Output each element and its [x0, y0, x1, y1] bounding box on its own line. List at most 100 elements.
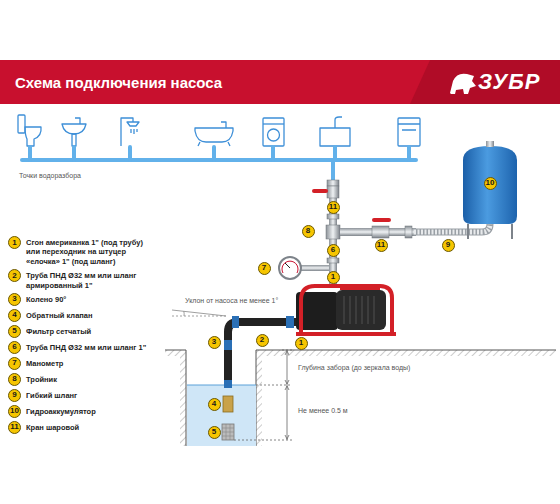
pressure-gauge	[279, 257, 329, 279]
legend-row: 1Сгон американка 1" (под трубу) или пере…	[8, 236, 160, 266]
branch-pipe	[340, 218, 416, 238]
callout-number: 2	[256, 334, 269, 347]
callout-number: 8	[302, 225, 315, 238]
callout-number: 5	[208, 426, 221, 439]
header-band	[0, 60, 560, 104]
well-pipe-parts	[224, 340, 232, 350]
callout-number: 11	[375, 239, 388, 252]
legend-text: Труба ПНД Ø32 мм или шланг армированный …	[26, 269, 158, 290]
callout-number: 3	[8, 293, 21, 306]
riser-pipe	[312, 180, 340, 288]
callout-number: 9	[8, 389, 21, 402]
dimension-lines	[234, 350, 292, 440]
flexible-hose	[414, 224, 490, 232]
pump	[301, 286, 392, 333]
accumulator-tank	[463, 141, 517, 239]
suction-pipe	[286, 316, 294, 328]
fixture-icons	[268, 129, 280, 141]
legend-row: 9 Гибкий шланг	[8, 389, 160, 402]
legend-row: 7 Манометр	[8, 357, 160, 370]
pump	[336, 290, 386, 330]
well-water	[187, 385, 256, 446]
callout-number: 6	[8, 341, 21, 354]
callout-number: 3	[208, 336, 221, 349]
fixture-icons	[335, 117, 342, 128]
suction-pipe	[232, 316, 239, 328]
page-title: Схема подключения насоса	[15, 74, 222, 92]
accumulator-tank	[463, 146, 517, 224]
fixture-icons	[263, 118, 284, 146]
brand-logo: ЗУБР	[478, 70, 540, 94]
riser-pipe	[327, 180, 339, 186]
slope-marks	[183, 311, 184, 316]
fixture-icons	[131, 129, 137, 134]
legend-row: 11Кран шаровой	[8, 421, 160, 434]
callout-number: 2	[8, 269, 21, 282]
legend-row: 8Тройник	[8, 373, 160, 386]
ground	[180, 356, 186, 446]
branch-pipe	[405, 226, 412, 238]
pump	[340, 284, 380, 290]
slope-marks	[172, 310, 226, 316]
riser-pipe	[327, 258, 339, 263]
legend-text: Труба ПНД Ø32 мм или шланг 1"	[26, 341, 158, 352]
supply-pipes	[30, 147, 409, 160]
dimension-lines	[287, 350, 288, 440]
legend-text: Колено 90°	[26, 293, 158, 304]
riser-pipe	[327, 214, 339, 219]
fixture-icons	[320, 128, 350, 146]
legend-row: 10Гидроаккумулятор	[8, 405, 160, 418]
supply-pipes	[331, 160, 335, 182]
callout-number: 1	[327, 271, 340, 284]
slope-marks	[172, 316, 226, 317]
ground	[165, 350, 556, 446]
ground	[165, 350, 186, 356]
legend-row: 5 Фильтр сетчатый	[8, 325, 160, 338]
fixture-icons	[72, 134, 76, 146]
dimension-lines	[285, 351, 289, 439]
legend-text: Обратный клапан	[26, 309, 158, 320]
legend-row: 6 Труба ПНД Ø32 мм или шланг 1"	[8, 341, 160, 354]
annotation: Глубина забора (до зеркала воды)	[297, 364, 411, 372]
riser-pipe	[327, 186, 339, 198]
pump	[296, 332, 396, 336]
legend-text: Гидроаккумулятор	[26, 405, 158, 416]
callout-number: 6	[327, 244, 340, 257]
fixture-icons	[195, 128, 233, 142]
fixture-icons	[18, 115, 25, 133]
callout-number: 1	[295, 337, 308, 350]
legend-row: 4Обратный клапан	[8, 309, 160, 322]
legend-row: 3 Колено 90°	[8, 293, 160, 306]
riser-pipe	[312, 189, 328, 193]
pressure-gauge	[300, 265, 329, 271]
logo-icon	[450, 74, 476, 94]
flexible-hose	[414, 224, 490, 232]
ground	[256, 350, 556, 356]
fixture-icons	[18, 115, 420, 146]
callout-number: 7	[8, 357, 21, 370]
legend-text: Фильтр сетчатый	[26, 325, 158, 336]
legend-row: 2 Труба ПНД Ø32 мм или шланг армированный…	[8, 269, 160, 290]
legend-text: Гибкий шланг	[26, 389, 158, 400]
well-water	[187, 385, 256, 386]
callout-number: 11	[327, 201, 340, 214]
fixture-icons	[75, 118, 80, 124]
annotation: Не менее 0.5 м	[297, 407, 349, 415]
pressure-gauge	[282, 261, 298, 273]
accumulator-tank	[486, 141, 494, 147]
callout-number: 1	[8, 236, 21, 249]
fixture-icons	[198, 122, 230, 146]
well-pipe-parts	[222, 424, 234, 440]
well-pipe-parts	[224, 380, 232, 388]
fixture-icons	[127, 122, 139, 126]
callout-number: 5	[8, 325, 21, 338]
slope-marks	[172, 310, 226, 316]
ground	[165, 350, 556, 446]
legend-text: Манометр	[26, 357, 158, 368]
riser-pipe	[326, 225, 340, 239]
accumulator-tank	[468, 224, 512, 239]
annotation: Уклон от насоса не менее 1°	[184, 297, 279, 305]
fixture-icons	[398, 124, 420, 130]
pressure-gauge	[279, 257, 301, 279]
